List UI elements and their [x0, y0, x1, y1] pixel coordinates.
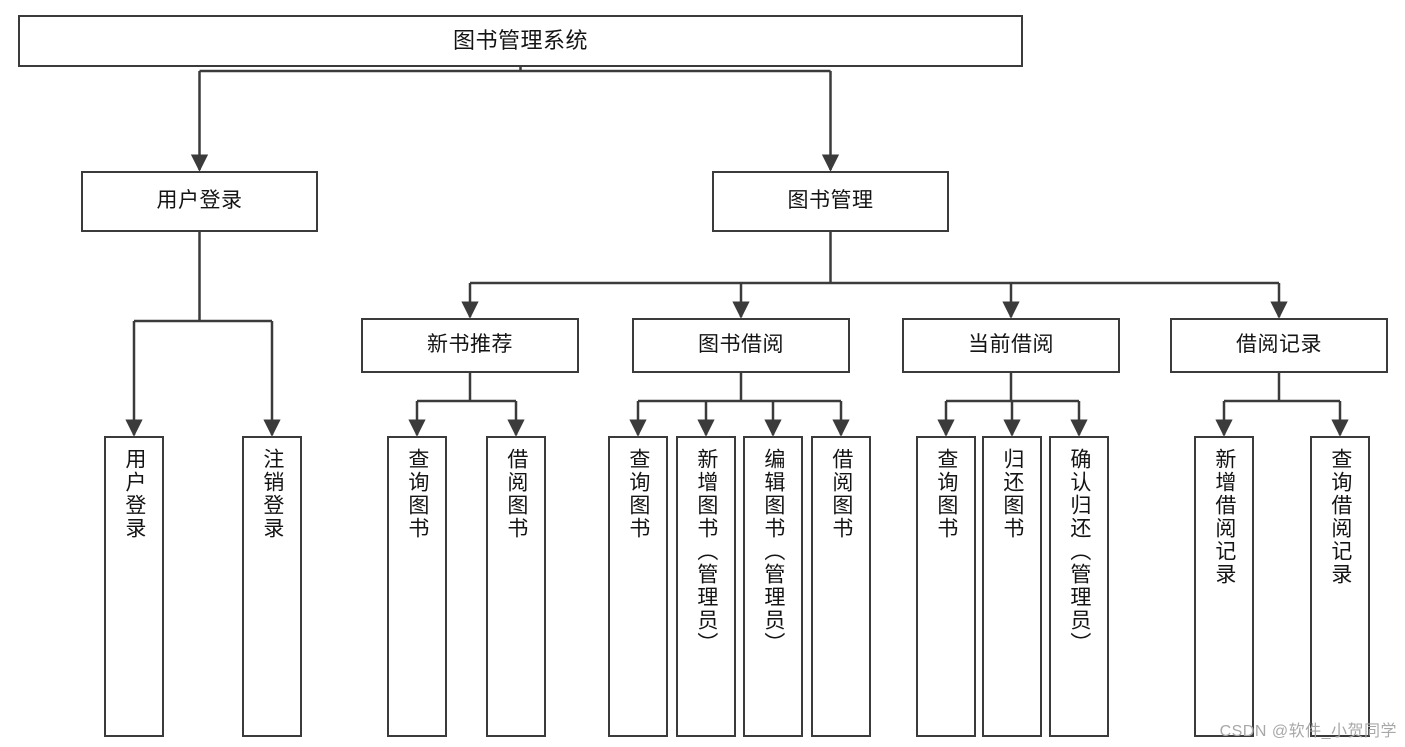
node-label: 新增图书（管理员）: [694, 448, 718, 655]
node-label: 查询借阅记录: [1328, 448, 1352, 586]
node-label: 图书借阅: [698, 333, 784, 357]
node-label: 用户登录: [122, 448, 146, 540]
node-label: 图书管理系统: [452, 28, 588, 54]
node-leaf-add-record[interactable]: 新增借阅记录: [1194, 436, 1254, 737]
node-leaf-return-book[interactable]: 归还图书: [982, 436, 1042, 737]
node-book-borrow[interactable]: 图书借阅: [632, 318, 850, 373]
node-leaf-query-book-2[interactable]: 查询图书: [608, 436, 668, 737]
node-label: 查询图书: [405, 448, 429, 540]
node-label: 借阅记录: [1236, 333, 1322, 357]
node-label: 归还图书: [1000, 448, 1024, 540]
node-label: 用户登录: [156, 189, 243, 213]
node-label: 编辑图书（管理员）: [761, 448, 785, 655]
node-new-book-rec[interactable]: 新书推荐: [361, 318, 579, 373]
node-label: 查询图书: [934, 448, 958, 540]
node-current-borrow[interactable]: 当前借阅: [902, 318, 1120, 373]
node-label: 当前借阅: [968, 333, 1054, 357]
node-label: 确认归还（管理员）: [1067, 448, 1091, 655]
node-leaf-add-book[interactable]: 新增图书（管理员）: [676, 436, 736, 737]
node-leaf-query-book-3[interactable]: 查询图书: [916, 436, 976, 737]
node-book-manage[interactable]: 图书管理: [712, 171, 949, 232]
watermark-text: CSDN @软件_小贺同学: [1219, 723, 1397, 740]
node-leaf-user-login[interactable]: 用户登录: [104, 436, 164, 737]
node-user-login[interactable]: 用户登录: [81, 171, 318, 232]
node-leaf-confirm-return[interactable]: 确认归还（管理员）: [1049, 436, 1109, 737]
node-leaf-borrow-book-1[interactable]: 借阅图书: [486, 436, 546, 737]
node-leaf-query-record[interactable]: 查询借阅记录: [1310, 436, 1370, 737]
node-label: 新增借阅记录: [1212, 448, 1236, 586]
node-label: 新书推荐: [427, 333, 513, 357]
node-leaf-logout[interactable]: 注销登录: [242, 436, 302, 737]
node-borrow-record[interactable]: 借阅记录: [1170, 318, 1388, 373]
node-label: 图书管理: [787, 189, 874, 213]
node-leaf-edit-book[interactable]: 编辑图书（管理员）: [743, 436, 803, 737]
node-label: 查询图书: [626, 448, 650, 540]
node-root[interactable]: 图书管理系统: [18, 15, 1023, 67]
node-leaf-query-book-1[interactable]: 查询图书: [387, 436, 447, 737]
node-label: 借阅图书: [829, 448, 853, 540]
node-label: 注销登录: [260, 448, 284, 540]
node-leaf-borrow-book-2[interactable]: 借阅图书: [811, 436, 871, 737]
edge-group: [125, 67, 1349, 437]
node-label: 借阅图书: [504, 448, 528, 540]
